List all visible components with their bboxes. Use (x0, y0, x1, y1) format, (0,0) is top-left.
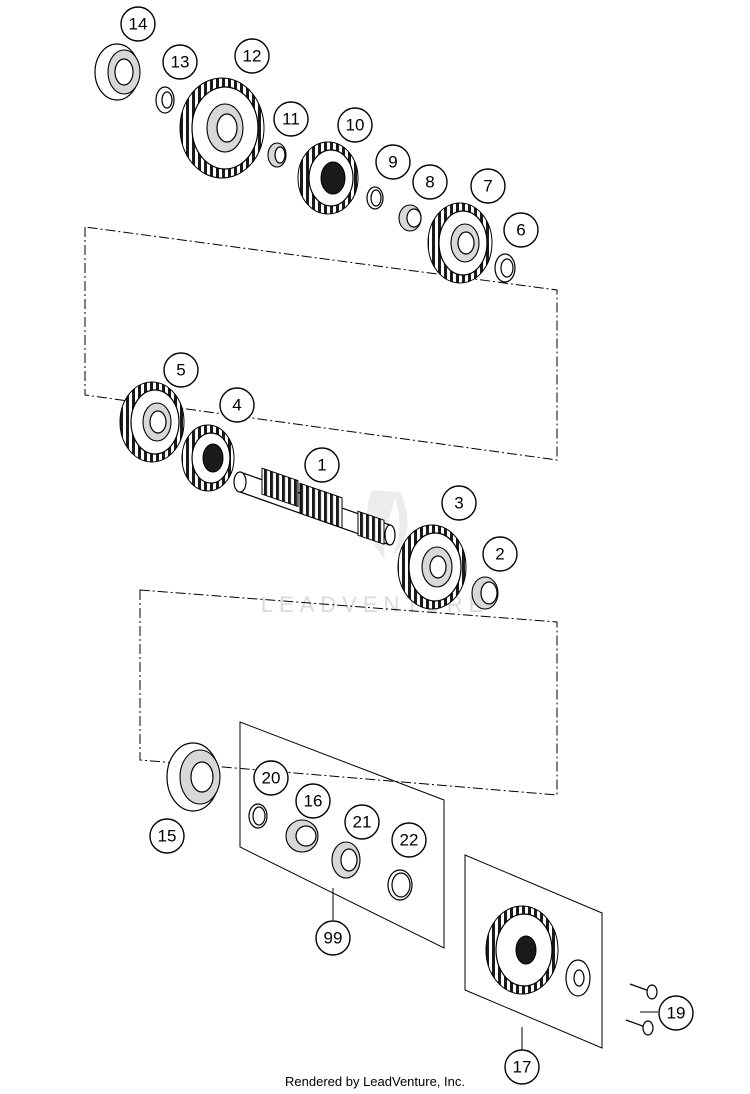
svg-text:16: 16 (304, 792, 323, 811)
callout-11[interactable]: 11 (273, 101, 309, 137)
svg-text:8: 8 (425, 173, 434, 192)
svg-text:2: 2 (495, 545, 504, 564)
svg-text:1: 1 (317, 456, 326, 475)
needle-bearing-11 (267, 142, 287, 168)
circlip-20 (248, 803, 268, 829)
callout-1[interactable]: 1 (304, 447, 340, 483)
kit-17-box (464, 854, 603, 1049)
callout-19[interactable]: 19 (658, 995, 694, 1031)
dashed-box-upper (84, 226, 558, 461)
callout-21[interactable]: 21 (344, 804, 380, 840)
dashed-box-lower (139, 589, 558, 796)
bushing-16 (285, 819, 319, 853)
svg-text:19: 19 (667, 1004, 686, 1023)
callout-2[interactable]: 2 (482, 536, 518, 572)
callout-12[interactable]: 12 (234, 38, 270, 74)
callout-7[interactable]: 7 (470, 168, 506, 204)
washer-13 (155, 86, 175, 114)
svg-text:6: 6 (516, 221, 525, 240)
shaft-1 (233, 467, 396, 546)
gear-12 (179, 77, 265, 179)
svg-text:15: 15 (158, 827, 177, 846)
callout-5[interactable]: 5 (163, 352, 199, 388)
bushing-8 (398, 204, 422, 232)
callout-15[interactable]: 15 (149, 818, 185, 854)
circlip-9 (366, 186, 384, 210)
svg-text:11: 11 (282, 110, 300, 129)
gear-10 (297, 141, 359, 215)
svg-text:22: 22 (400, 831, 419, 850)
callout-3[interactable]: 3 (441, 485, 477, 521)
callout-10[interactable]: 10 (337, 107, 373, 143)
circlip-22 (387, 869, 413, 901)
svg-text:9: 9 (388, 153, 397, 172)
washer-6 (494, 253, 516, 283)
svg-text:10: 10 (346, 116, 365, 135)
svg-text:12: 12 (243, 47, 262, 66)
callout-22[interactable]: 22 (391, 822, 427, 858)
footer-credit: Rendered by LeadVenture, Inc. (285, 1074, 465, 1089)
svg-text:14: 14 (129, 15, 148, 34)
svg-text:99: 99 (324, 929, 343, 948)
svg-text:5: 5 (176, 361, 185, 380)
sprocket-17 (485, 905, 591, 997)
callout-16[interactable]: 16 (295, 783, 331, 819)
callout-9[interactable]: 9 (375, 144, 411, 180)
callout-17[interactable]: 17 (504, 1049, 540, 1085)
callout-13[interactable]: 13 (162, 44, 198, 80)
callout-6[interactable]: 6 (503, 212, 539, 248)
svg-text:7: 7 (483, 177, 492, 196)
svg-text:21: 21 (353, 813, 372, 832)
callout-14[interactable]: 14 (120, 6, 156, 42)
svg-text:20: 20 (262, 769, 281, 788)
gear-7 (427, 202, 493, 284)
bearing-14 (94, 43, 141, 101)
bushing-2 (471, 576, 499, 610)
bearing-15 (166, 742, 221, 812)
gear-5 (119, 381, 185, 463)
gear-3 (397, 524, 467, 610)
seal-21 (331, 841, 361, 879)
svg-text:17: 17 (513, 1058, 532, 1077)
kit-99-box (239, 721, 445, 949)
callout-4[interactable]: 4 (219, 387, 255, 423)
svg-text:4: 4 (232, 396, 241, 415)
bolts-19 (625, 983, 658, 1036)
callout-8[interactable]: 8 (412, 164, 448, 200)
leader-lines (332, 888, 658, 1050)
svg-text:13: 13 (171, 53, 190, 72)
svg-text:3: 3 (454, 494, 463, 513)
gear-4 (181, 424, 235, 492)
callout-20[interactable]: 20 (253, 760, 289, 796)
callout-99[interactable]: 99 (315, 920, 351, 956)
